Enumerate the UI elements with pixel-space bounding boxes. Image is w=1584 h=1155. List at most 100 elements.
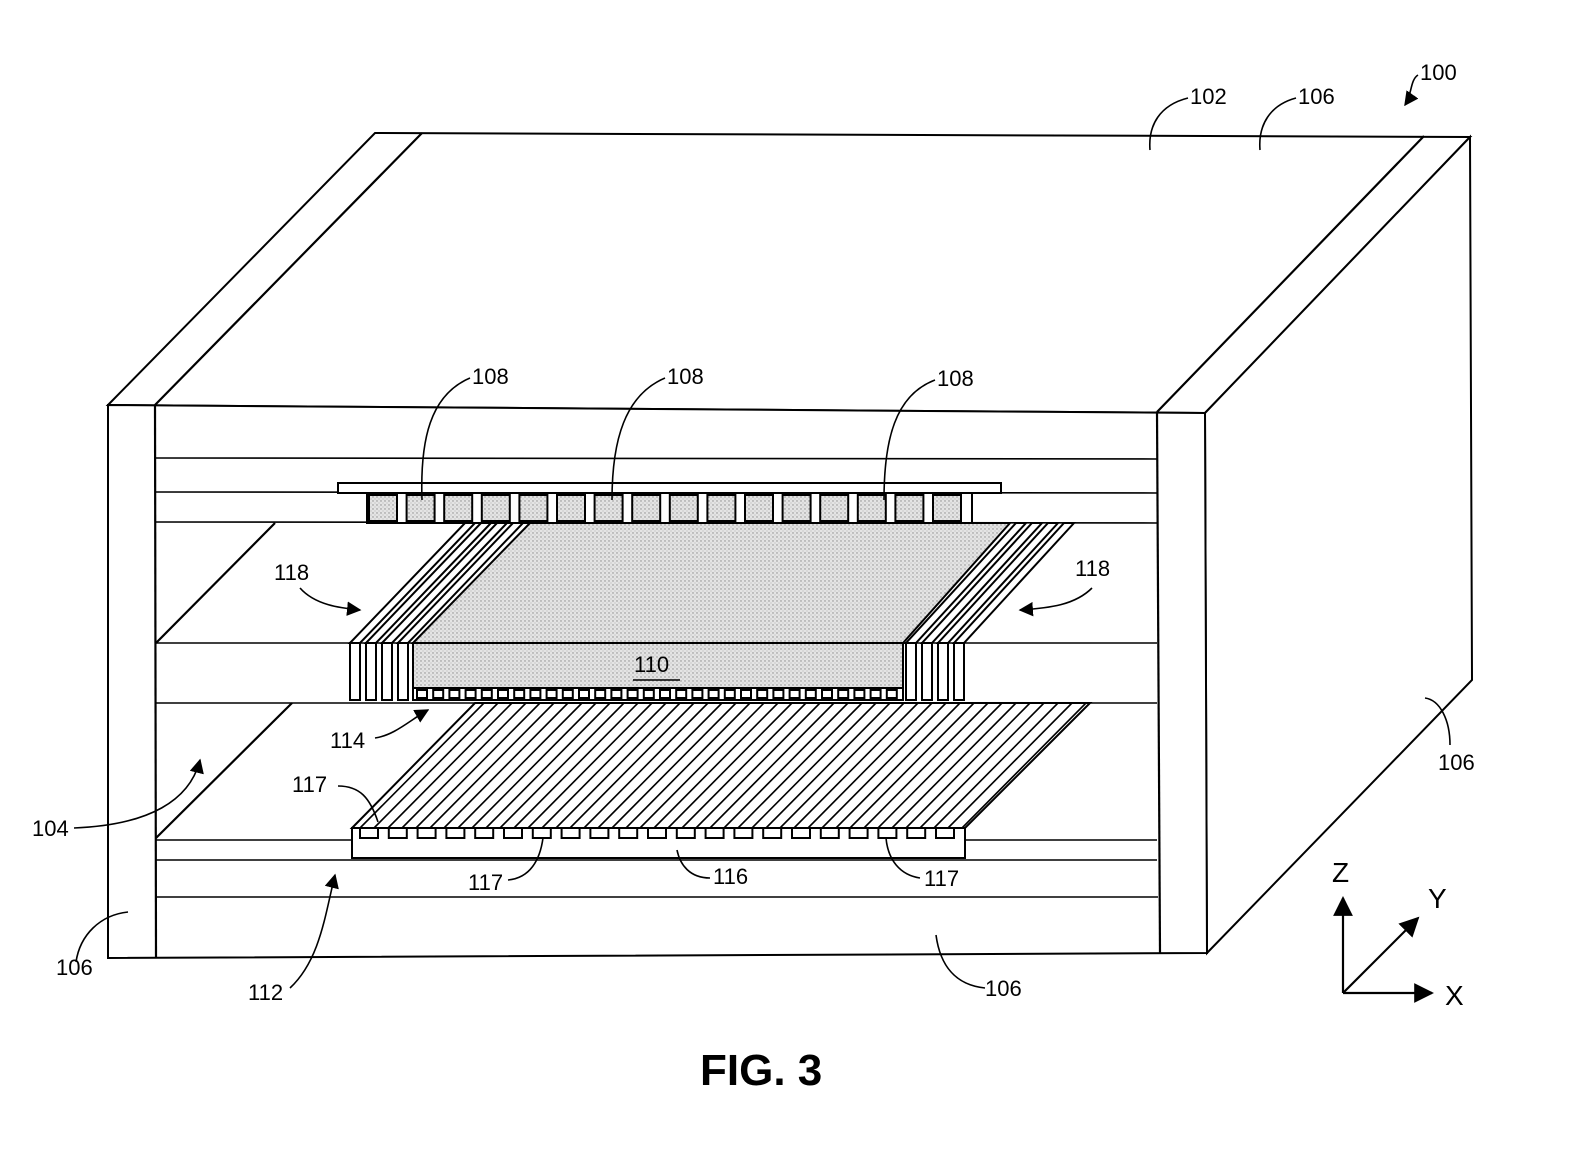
- ground-pad: [482, 495, 510, 521]
- label-106-left: 106: [56, 955, 93, 980]
- block-pad: [563, 690, 573, 698]
- block-pad: [741, 690, 751, 698]
- strip-pad: [562, 828, 580, 838]
- block-pad: [790, 690, 800, 698]
- ground-pad: [745, 495, 773, 521]
- ground-pad: [444, 495, 472, 521]
- label-106-right: 106: [1438, 750, 1475, 775]
- ground-pad: [407, 495, 435, 521]
- axes-gizmo: Z Y X: [1332, 857, 1464, 1011]
- block-pad: [676, 690, 686, 698]
- strip-pad: [475, 828, 493, 838]
- label-112: 112: [248, 980, 283, 1005]
- block-pad: [628, 690, 638, 698]
- block-pad: [822, 690, 832, 698]
- block-pad: [692, 690, 702, 698]
- label-102: 102: [1190, 84, 1227, 109]
- block-pad: [530, 690, 540, 698]
- strip-pad: [418, 828, 436, 838]
- block-pad: [757, 690, 767, 698]
- label-118-left: 118: [274, 560, 309, 585]
- label-110: 110: [634, 652, 669, 677]
- block-pad: [449, 690, 459, 698]
- strip-pad: [821, 828, 839, 838]
- axis-x-label: X: [1445, 980, 1464, 1011]
- ground-pad: [707, 495, 735, 521]
- ground-pad: [519, 495, 547, 521]
- label-108-a: 108: [472, 364, 509, 389]
- block-pad: [725, 690, 735, 698]
- side-fin-front: [906, 643, 916, 700]
- ground-pad: [933, 495, 961, 521]
- strip-pad: [677, 828, 695, 838]
- axis-z-label: Z: [1332, 857, 1349, 888]
- label-106-bottom: 106: [985, 976, 1022, 1001]
- block-pad: [498, 690, 508, 698]
- side-fin-front: [922, 643, 932, 700]
- strip-pad: [446, 828, 464, 838]
- ground-pad: [783, 495, 811, 521]
- block-pad: [660, 690, 670, 698]
- block-pad: [838, 690, 848, 698]
- ground-pad: [632, 495, 660, 521]
- label-116: 116: [713, 864, 748, 889]
- label-118-right: 118: [1075, 556, 1110, 581]
- label-106-top: 106: [1298, 84, 1335, 109]
- block-pad: [854, 690, 864, 698]
- block-pad: [482, 690, 492, 698]
- strip-pad: [936, 828, 954, 838]
- block-pad: [871, 690, 881, 698]
- side-fin-front: [366, 643, 376, 700]
- label-114: 114: [330, 728, 365, 753]
- strip-pad: [648, 828, 666, 838]
- strip-pad: [533, 828, 551, 838]
- block-pad: [514, 690, 524, 698]
- block-pad: [466, 690, 476, 698]
- block-pad: [547, 690, 557, 698]
- strip-pad: [878, 828, 896, 838]
- strip-pad: [389, 828, 407, 838]
- side-fin-front: [382, 643, 392, 700]
- ground-pad: [557, 495, 585, 521]
- strip-pad: [360, 828, 378, 838]
- side-fin-front: [938, 643, 948, 700]
- strip-pad: [619, 828, 637, 838]
- side-fin-front: [350, 643, 360, 700]
- strip-pad: [706, 828, 724, 838]
- strip-pad: [763, 828, 781, 838]
- block-pad: [644, 690, 654, 698]
- label-117-upper: 117: [292, 772, 327, 797]
- block-pad: [773, 690, 783, 698]
- block-pad: [887, 690, 897, 698]
- axis-y-label: Y: [1428, 883, 1447, 914]
- block-pad: [806, 690, 816, 698]
- strip-pad: [734, 828, 752, 838]
- strip-pad: [850, 828, 868, 838]
- block-pad: [417, 690, 427, 698]
- ground-pad: [895, 495, 923, 521]
- block-pad: [433, 690, 443, 698]
- ground-pad: [820, 495, 848, 521]
- strip-pad: [504, 828, 522, 838]
- ground-pad: [369, 495, 397, 521]
- label-108-b: 108: [667, 364, 704, 389]
- label-104: 104: [32, 816, 69, 841]
- side-fin-front: [954, 643, 964, 700]
- label-100: 100: [1420, 60, 1457, 85]
- block-pad: [709, 690, 719, 698]
- label-117-lower-left: 117: [468, 870, 503, 895]
- label-117-lower-right: 117: [924, 866, 959, 891]
- ground-pad: [595, 495, 623, 521]
- ground-pad: [858, 495, 886, 521]
- strip-pad: [590, 828, 608, 838]
- strip-pad: [792, 828, 810, 838]
- strip-pad: [907, 828, 925, 838]
- block-pad: [579, 690, 589, 698]
- label-108-c: 108: [937, 366, 974, 391]
- ground-plane-row: [338, 483, 1001, 523]
- block-pad: [595, 690, 605, 698]
- figure-caption: FIG. 3: [700, 1046, 822, 1095]
- ground-pad: [670, 495, 698, 521]
- side-fin-front: [398, 643, 408, 700]
